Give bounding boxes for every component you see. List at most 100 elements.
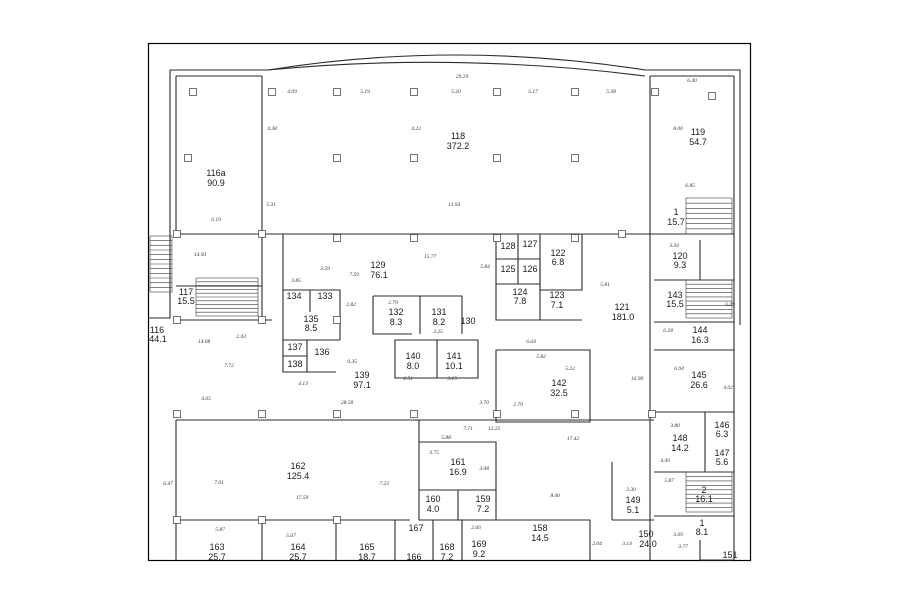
structural-column (410, 154, 418, 162)
room-area: 8.3 (390, 317, 403, 327)
room-area: 7.2 (477, 504, 490, 514)
dimension-label: 5.19 (360, 89, 370, 95)
dimension-label: 14.08 (198, 338, 211, 345)
room-label: 139 (354, 370, 369, 380)
room-area: 7.1 (551, 300, 564, 310)
dimension-label: 4.65 (201, 395, 211, 402)
dimension-label: 8.40 (550, 492, 560, 499)
room-area: 8.5 (305, 323, 318, 333)
room-label: 169 (471, 539, 486, 549)
structural-column (493, 154, 501, 162)
dimension-label: 5.81 (600, 282, 610, 288)
dimension-label: 29.29 (456, 74, 469, 80)
dimension-label: 5.87 (664, 478, 674, 484)
structural-column (258, 410, 266, 418)
dimension-label: 12.25 (488, 426, 501, 432)
dimension-label: 5.84 (480, 263, 490, 270)
room-area: 125.4 (287, 471, 310, 481)
room-area: 10.1 (445, 361, 463, 371)
room-label: 142 (551, 378, 566, 388)
room-area: 8.1 (696, 527, 709, 537)
structural-column (410, 88, 418, 96)
room-label: 131 (431, 307, 446, 317)
room-area: 97.1 (353, 380, 371, 390)
dimension-label: 5.87 (215, 527, 225, 533)
room-area: 16.9 (449, 467, 467, 477)
structural-column (333, 88, 341, 96)
structural-column (333, 154, 341, 162)
dimension-label: 3.77 (677, 544, 688, 550)
dimension-label: 3.69 (672, 532, 683, 538)
structural-column (493, 88, 501, 96)
room-area: 18.7 (358, 552, 376, 562)
room-area: 14.2 (671, 443, 689, 453)
dimension-label: 3.75 (428, 450, 439, 456)
room-area: 4.0 (427, 504, 440, 514)
structural-column (173, 230, 181, 238)
room-label: 1 (673, 207, 678, 217)
room-label: 2 (701, 485, 706, 495)
room-area: 26.6 (690, 380, 708, 390)
room-label: 145 (691, 370, 706, 380)
room-area: 9.2 (473, 549, 486, 559)
room-area: 7.2 (441, 552, 454, 562)
dimension-label: 2.04 (592, 540, 602, 547)
structural-column (410, 410, 418, 418)
room-area: 16.3 (691, 335, 709, 345)
dimension-label: 7.23 (379, 481, 389, 487)
dimension-label: 3.25 (432, 329, 443, 335)
structural-column (333, 516, 341, 524)
room-label: 116 (150, 325, 164, 335)
dimension-label: 5.38 (606, 89, 616, 95)
room-label: 164 (290, 542, 305, 552)
room-label: 134 (286, 291, 301, 301)
dimension-label: 5.82 (536, 354, 546, 360)
room-label: 168 (439, 542, 454, 552)
dimension-label: 2.82 (346, 302, 356, 308)
room-label: 135 (303, 314, 318, 324)
structural-column (571, 234, 579, 242)
dimension-label: 3.80 (669, 423, 680, 429)
dimension-label: 3.70 (478, 400, 489, 406)
room-area: 54.7 (689, 137, 707, 147)
stair-143 (685, 279, 733, 319)
room-label: 133 (317, 291, 332, 301)
room-label: 160 (425, 494, 440, 504)
structural-column (189, 88, 197, 96)
structural-column (173, 316, 181, 324)
dimension-label: 4.13 (298, 380, 308, 387)
room-label: 125 (500, 264, 515, 274)
dimension-label: 3.14 (621, 540, 632, 547)
dimension-label: 3.34 (668, 242, 679, 249)
dimension-label: 8.00 (673, 126, 683, 132)
room-area: 372.2 (447, 141, 470, 151)
dimension-label: 3.08 (478, 466, 489, 472)
room-area: 7.8 (514, 296, 527, 306)
room-label: 130 (460, 316, 475, 326)
room-label: 161 (450, 457, 465, 467)
room-label: 140 (405, 351, 420, 361)
room-label: 117 (179, 287, 193, 297)
dimension-label: 17.59 (296, 495, 309, 501)
dimension-label: 5.22 (565, 366, 575, 372)
room-label: 1 (699, 518, 704, 528)
room-label: 127 (522, 239, 537, 249)
room-label: 159 (475, 494, 490, 504)
room-label: 128 (500, 241, 515, 251)
room-area: 90.9 (207, 178, 225, 188)
stair-lines (150, 202, 732, 508)
room-area: 8.0 (407, 361, 420, 371)
dimension-label: 14.93 (194, 251, 207, 258)
room-area: 14.5 (531, 533, 549, 543)
dimension-label: 16.90 (631, 376, 644, 382)
structural-column (571, 154, 579, 162)
room-label: 143 (667, 290, 682, 300)
structural-column (258, 516, 266, 524)
room-area: 15.5 (666, 299, 684, 309)
room-label: 120 (672, 251, 687, 261)
structural-column (333, 234, 341, 242)
dimension-label: 5.20 (451, 89, 461, 95)
dimension-label: 9.35 (347, 359, 357, 365)
dimension-label: 6.09 (725, 302, 735, 308)
